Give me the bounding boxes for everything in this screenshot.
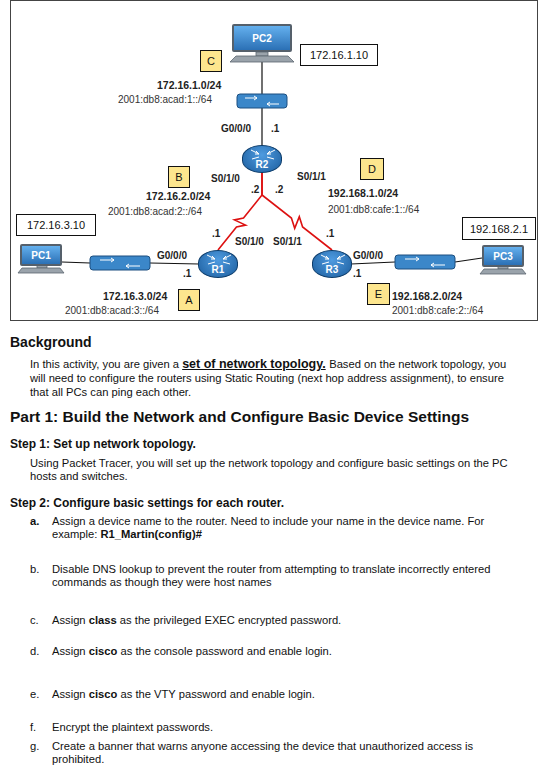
ip-address-box: 172.16.3.10: [16, 214, 96, 236]
node-text: B: [175, 171, 182, 183]
emphasised-text: cisco: [89, 688, 118, 700]
ipv6-prefix: 2001:db8:acad:2::/64: [108, 206, 202, 218]
node-text: 192.168.2.1: [470, 223, 528, 235]
body-text: as the VTY password and enable login.: [120, 688, 314, 700]
callout-box: E: [367, 283, 390, 305]
ipv6-prefix: 2001:db8:cafe:2::/64: [392, 305, 483, 317]
ethernet-wires: [62, 62, 482, 264]
body-text: g.: [30, 740, 39, 753]
ip-address-box: 192.168.2.1: [462, 217, 536, 240]
router-symbol: R1: [198, 250, 238, 278]
interface-label: G0/0/0: [220, 123, 252, 135]
node-text: A: [185, 294, 192, 306]
node-text: PC3: [493, 251, 512, 262]
step-heading: Step 2: Configure basic settings for eac…: [10, 496, 284, 510]
node-text: PC2: [252, 33, 271, 44]
paragraph-block: Assign a device name to the router. Need…: [52, 515, 492, 541]
body-text: Assign: [52, 645, 86, 657]
node-text: PC1: [31, 250, 50, 261]
ip-address-box: 172.16.1.10: [300, 44, 378, 66]
node-text: 172.16.3.10: [27, 219, 85, 231]
body-text: as the console password and enable login…: [120, 645, 331, 657]
pc-bases: [18, 52, 526, 274]
callout-box: D: [360, 158, 384, 180]
body-text: f.: [30, 721, 36, 734]
ipv6-prefix: 2001:db8:acad:3::/64: [65, 305, 159, 317]
body-text: b.: [30, 563, 39, 576]
pc-monitor: PC2: [232, 24, 292, 52]
interface-label: S0/1/0: [234, 236, 265, 248]
step-heading: Step 1: Set up network topology.: [10, 437, 196, 451]
body-text: c.: [30, 614, 39, 627]
body-text: Disable DNS lookup to prevent the router…: [52, 563, 492, 589]
interface-label: .1: [270, 123, 280, 135]
callout-box: C: [200, 50, 222, 72]
node-text: R1: [212, 264, 225, 275]
network-address: 172.16.1.0/24: [157, 79, 221, 91]
emphasised-text: set of network topology.: [182, 357, 326, 371]
network-address: 192.168.2.0/24: [392, 290, 462, 302]
node-text: C: [207, 55, 215, 67]
body-text: d.: [30, 645, 39, 658]
network-address: 192.168.1.0/24: [328, 187, 398, 199]
network-address: 172.16.2.0/24: [146, 190, 210, 202]
body-text: Create a banner that warns anyone access…: [52, 740, 492, 766]
callout-box: A: [178, 289, 200, 311]
paragraph-block: Assignciscoas the VTY password and enabl…: [52, 688, 492, 701]
ipv6-prefix: 2001:db8:cafe:1::/64: [328, 204, 419, 216]
router-symbol: R2: [242, 145, 282, 173]
interface-label: .1: [352, 268, 362, 280]
emphasised-text: R1_Martin(config)#: [101, 528, 202, 540]
node-text: D: [368, 163, 376, 175]
body-text: Encrypt the plaintext passwords.: [52, 721, 492, 734]
emphasised-text: class: [89, 614, 117, 626]
list-letter: a.: [30, 515, 39, 528]
switch-symbols: [90, 94, 455, 270]
interface-label: S0/1/0: [210, 173, 241, 185]
body-text: In this activity, you are given a: [30, 358, 179, 370]
body-text: Assign: [52, 614, 86, 626]
paragraph-block: In this activity, you are given aset of …: [30, 357, 510, 399]
router-symbol: R3: [312, 250, 352, 278]
pc-monitor: PC3: [482, 245, 524, 267]
node-text: 172.16.1.10: [310, 49, 368, 61]
ipv6-prefix: 2001:db8:acad:1::/64: [118, 94, 212, 106]
node-text: R3: [326, 264, 339, 275]
interface-label: G0/0/0: [156, 250, 188, 262]
interface-label: .1: [182, 268, 192, 280]
interface-label: .2: [274, 184, 284, 196]
pc-monitor: PC1: [20, 244, 62, 266]
interface-label: G0/0/0: [352, 250, 384, 262]
paragraph-block: Assignclassas the privileged EXEC encryp…: [52, 614, 492, 627]
interface-label: .1: [211, 228, 221, 240]
network-address: 172.16.3.0/24: [103, 290, 167, 302]
interface-label: .1: [325, 228, 335, 240]
figure-frame: [11, 1, 538, 321]
emphasised-text: cisco: [89, 645, 118, 657]
interface-label: S0/1/1: [272, 236, 303, 248]
body-text: as the privileged EXEC encrypted passwor…: [120, 614, 341, 626]
serial-link: [262, 173, 332, 250]
callout-box: B: [168, 166, 190, 188]
body-text: e.: [30, 688, 39, 701]
interface-label: .2: [250, 184, 260, 196]
interface-label: S0/1/1: [296, 171, 327, 183]
node-text: R2: [256, 159, 269, 170]
paragraph-block: Assignciscoas the console password and e…: [52, 645, 492, 658]
part-heading: Part 1: Build the Network and Configure …: [10, 408, 469, 426]
body-text: Using Packet Tracer, you will set up the…: [30, 457, 510, 483]
section-heading: Background: [10, 334, 92, 350]
body-text: Assign: [52, 688, 86, 700]
node-text: E: [375, 288, 382, 300]
